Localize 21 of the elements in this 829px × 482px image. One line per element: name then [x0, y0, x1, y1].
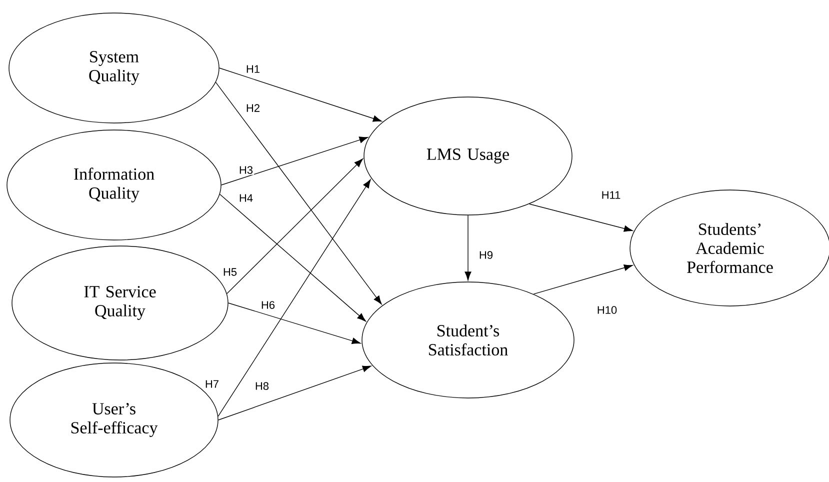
- edge-label: H2: [244, 103, 262, 113]
- arrow: [533, 264, 633, 294]
- arrow: [219, 68, 382, 122]
- arrow: [218, 179, 371, 417]
- edge-label: H4: [238, 193, 254, 203]
- edge-label: H1: [244, 64, 262, 74]
- edge-label: H10: [596, 305, 618, 315]
- arrow: [228, 302, 361, 344]
- edge-label: H8: [254, 381, 270, 391]
- arrow: [218, 366, 372, 420]
- arrow: [219, 194, 366, 322]
- edge-label: H3: [238, 165, 254, 175]
- edge-label: H11: [600, 190, 622, 200]
- arrow: [226, 158, 363, 294]
- edge-label: H9: [478, 250, 494, 260]
- arrow: [221, 136, 368, 186]
- edge-label: H7: [204, 379, 220, 389]
- arrow: [464, 215, 472, 280]
- arrow: [529, 204, 633, 232]
- edge-label: H6: [260, 300, 276, 310]
- arrow: [215, 82, 382, 305]
